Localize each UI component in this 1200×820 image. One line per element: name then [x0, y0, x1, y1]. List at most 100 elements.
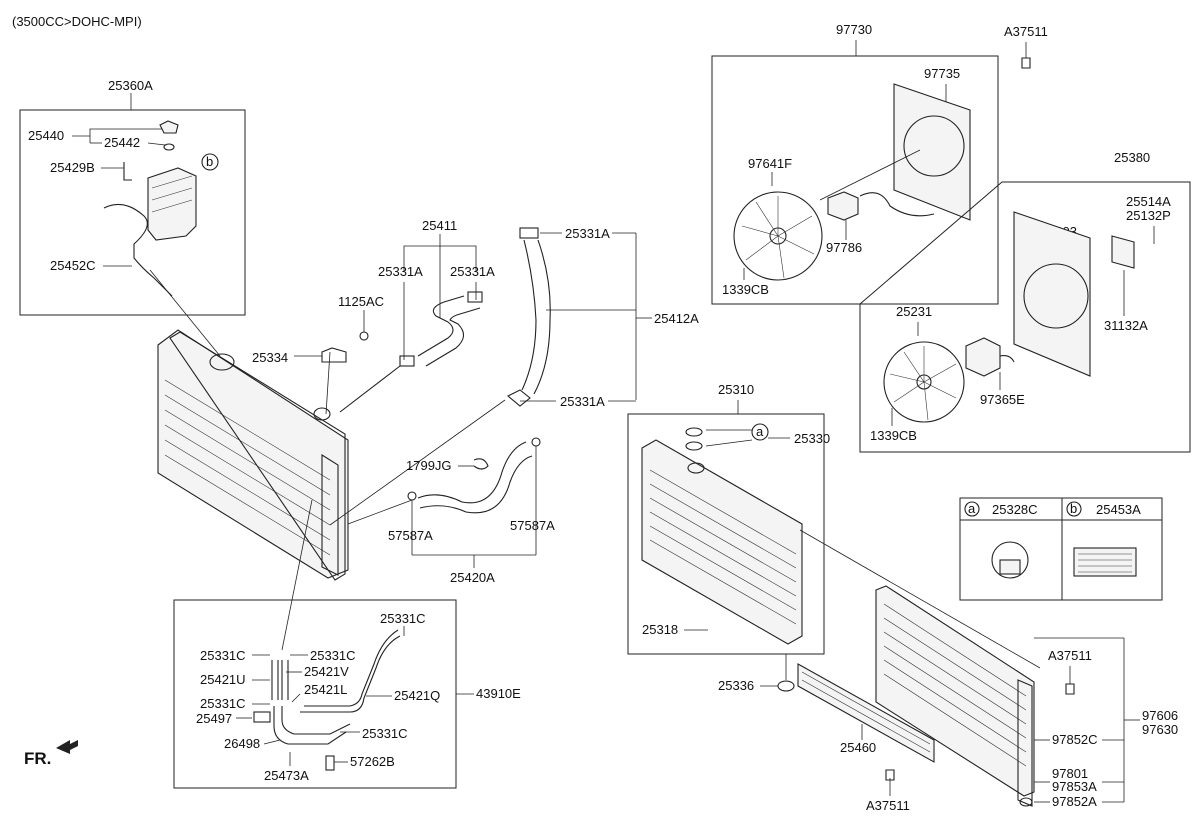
front-arrow-icon: [56, 740, 78, 754]
fan-shroud-97730-box: [711, 55, 999, 305]
label-57587A-left: 57587A: [388, 528, 433, 543]
main-radiator-assembly: [149, 269, 349, 581]
label-97852C: 97852C: [1052, 732, 1098, 747]
fan-shroud-25380-drawing: [1013, 211, 1091, 377]
label-25360A: 25360A: [108, 78, 153, 93]
legend-marker-a: a: [968, 501, 976, 516]
legend-cap-label-drawing: [991, 541, 1029, 579]
reservoir-hose-drawing: [103, 203, 173, 297]
label-A37511-bottom: A37511: [866, 798, 910, 813]
label-25318: 25318: [642, 622, 678, 637]
oil-cooler-hose-assembly: 43910E 25331C 25331C 25331C 25421U 25421…: [173, 499, 521, 789]
label-57587A-right: 57587A: [510, 518, 555, 533]
label-25231: 25231: [896, 304, 932, 319]
label-97365E: 97365E: [980, 392, 1025, 407]
label-25132P: 25132P: [1126, 208, 1171, 223]
fan-motor-97365E-drawing: [965, 337, 1001, 377]
label-25331C-right-2: 25331C: [362, 726, 408, 741]
label-1799JG: 1799JG: [406, 458, 452, 473]
label-97852A: 97852A: [1052, 794, 1097, 809]
legend-warning-label-drawing: [1073, 547, 1137, 577]
label-1339CB-lower: 1339CB: [870, 428, 917, 443]
legend-table: a 25328C b 25453A: [959, 497, 1163, 601]
fan-blade-25231-drawing: [883, 341, 965, 423]
front-indicator: FR.: [24, 740, 78, 768]
front-indicator-label: FR.: [24, 749, 51, 768]
label-26498: 26498: [224, 736, 260, 751]
fan-motor-97786-drawing: [827, 191, 859, 221]
radiator-25310-assembly: 25310 a 25330 25318 25336: [627, 382, 1041, 693]
label-43910E: 43910E: [476, 686, 521, 701]
fan-shroud-97735-drawing: [893, 83, 971, 221]
fan-shroud-97730-assembly: 97730 A37511 97735 97641F 97786 1339CB: [711, 22, 1048, 305]
fan-resistor-drawing: [1111, 235, 1135, 269]
label-25421U: 25421U: [200, 672, 246, 687]
fan-shroud-25380-assembly: 25380 25514A 25132P BN0203 31132A 25231 …: [859, 150, 1191, 453]
label-A37511-right: A37511: [1048, 648, 1092, 663]
label-25331C-right-1: 25331C: [310, 648, 356, 663]
lower-hose-25420A-drawing: [417, 441, 533, 514]
legend-part-25453A: 25453A: [1096, 502, 1141, 517]
label-97735: 97735: [924, 66, 960, 81]
label-25421V: 25421V: [304, 664, 349, 679]
callout-a-radiator: a: [756, 424, 764, 439]
legend-marker-b: b: [1070, 501, 1077, 516]
legend-part-25328C: 25328C: [992, 502, 1038, 517]
condenser-assembly: 25460 A37511 97606 97630 97852C 97801 97…: [797, 585, 1178, 813]
label-57262B: 57262B: [350, 754, 395, 769]
radiator-25310-box: [627, 413, 825, 655]
label-31132A: 31132A: [1104, 318, 1148, 333]
oil-cooler-hoses-drawing: [271, 629, 401, 745]
reservoir-tank-drawing: [147, 167, 197, 241]
label-25473A: 25473A: [264, 768, 309, 783]
label-25331C-left-1: 25331C: [200, 648, 246, 663]
label-25331C-left-2: 25331C: [200, 696, 246, 711]
label-25452C: 25452C: [50, 258, 96, 273]
engine-spec-heading: (3500CC>DOHC-MPI): [12, 14, 142, 29]
lower-hose-group: 1799JG 57587A 57587A 25420A: [347, 437, 555, 585]
reservoir-assembly: 25360A 25440 25442 25429B 25452C b: [19, 78, 246, 316]
radiator-25310-core-drawing: [641, 439, 803, 645]
label-25514A: 25514A: [1126, 194, 1171, 209]
label-97630: 97630: [1142, 722, 1178, 737]
label-25330: 25330: [794, 431, 830, 446]
label-25331A-bottom: 25331A: [560, 394, 605, 409]
label-1339CB-upper: 1339CB: [722, 282, 769, 297]
label-25412A: 25412A: [654, 311, 699, 326]
label-25420A: 25420A: [450, 570, 495, 585]
upper-hose-group: 25411 25331A 25331A 1125AC 25334: [252, 218, 495, 413]
reservoir-cap-drawing: [159, 120, 179, 134]
label-25331A-top: 25331A: [565, 226, 610, 241]
fan-blade-97641F-drawing: [733, 191, 823, 281]
label-97606: 97606: [1142, 708, 1178, 723]
label-25440: 25440: [28, 128, 64, 143]
label-25429B: 25429B: [50, 160, 95, 175]
label-25331A-left: 25331A: [378, 264, 423, 279]
label-25442: 25442: [104, 135, 140, 150]
label-25421Q: 25421Q: [394, 688, 440, 703]
reservoir-seal-drawing: [163, 143, 175, 151]
label-25421L: 25421L: [304, 682, 347, 697]
label-97853A: 97853A: [1052, 779, 1097, 794]
upper-hose-25412A-group: 25331A 25412A 25331A: [329, 226, 699, 526]
label-25411: 25411: [422, 218, 457, 233]
upper-hose-25412A-drawing: [521, 239, 551, 395]
radiator-core-drawing: [157, 329, 349, 579]
label-25460: 25460: [840, 740, 876, 755]
label-25334: 25334: [252, 350, 288, 365]
label-25331C-top: 25331C: [380, 611, 426, 626]
legend-table-frame: [959, 497, 1163, 601]
label-97801: 97801: [1052, 766, 1088, 781]
condenser-97606-drawing: [875, 585, 1035, 797]
label-1125AC: 1125AC: [338, 294, 384, 309]
label-97641F: 97641F: [748, 156, 792, 171]
upper-hose-25411-drawing: [417, 295, 465, 357]
label-25497: 25497: [196, 711, 232, 726]
radiator-tank-drawing: [169, 331, 346, 581]
callout-b-reservoir: b: [206, 154, 213, 169]
label-25380: 25380: [1114, 150, 1150, 165]
reservoir-group-box: [19, 109, 246, 316]
transmission-cooler-25460-drawing: [797, 663, 935, 763]
label-97786: 97786: [826, 240, 862, 255]
